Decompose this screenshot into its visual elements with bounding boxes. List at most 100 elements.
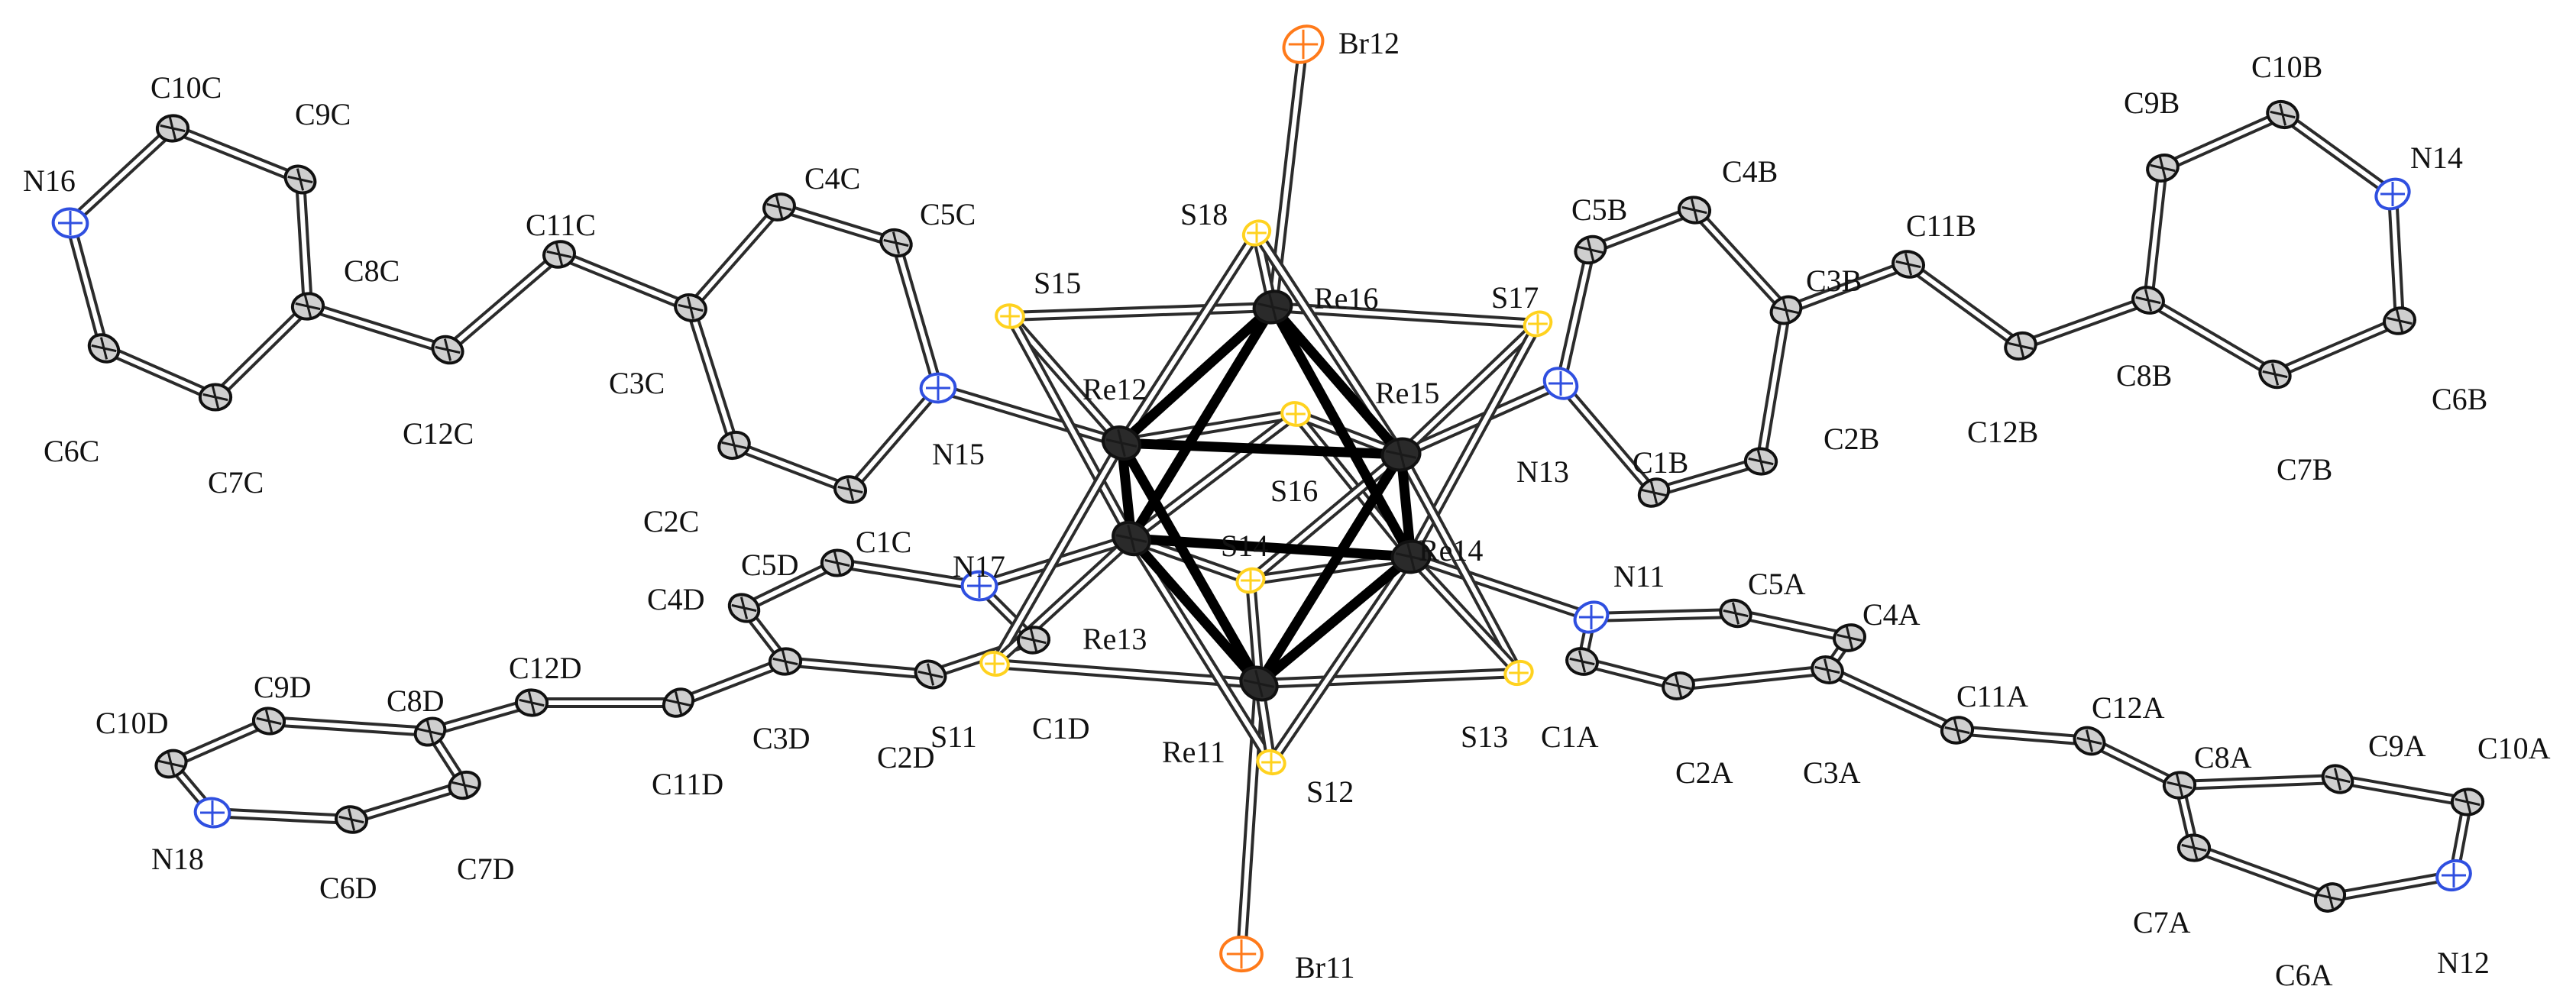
bond-C12C-C8C	[303, 301, 453, 355]
label-S15: S15	[1034, 266, 1081, 300]
bond-C4B-C5B	[1585, 205, 1700, 255]
label-C4D: C4D	[647, 582, 705, 616]
label-S13: S13	[1461, 720, 1508, 754]
atom-C2C	[717, 430, 751, 461]
atom-C11B	[1891, 250, 1926, 279]
label-N12: N12	[2437, 946, 2490, 980]
re-re-bond-Re11-Re13	[1126, 533, 1264, 689]
bond-C3A-C2A	[1673, 665, 1833, 691]
bond-C10C-N16	[65, 123, 178, 228]
atom-C10D	[154, 749, 188, 779]
bond-C6B-C7B	[2270, 315, 2405, 380]
label-C4B: C4B	[1722, 154, 1778, 189]
label-C3B: C3B	[1806, 264, 1862, 298]
label-C12D: C12D	[509, 651, 582, 685]
label-N11: N11	[1613, 559, 1665, 593]
label-C8D: C8D	[387, 684, 445, 718]
label-C12B: C12B	[1967, 415, 2038, 449]
bond-C4C-C5C	[774, 202, 901, 248]
label-C6C: C6C	[44, 434, 99, 468]
bond-C9B-C10B	[2157, 109, 2288, 173]
atom-C11D	[662, 687, 695, 718]
bond-S18-Re12	[1116, 228, 1262, 448]
label-C9C: C9C	[295, 97, 351, 131]
atom-N18	[193, 797, 231, 829]
label-S16: S16	[1270, 474, 1318, 508]
label-C5C: C5C	[920, 197, 976, 231]
bond-C5A-C4A	[1730, 608, 1855, 643]
atom-C6D	[334, 805, 369, 834]
bond-Re14-N11	[1406, 551, 1597, 622]
label-C1D: C1D	[1032, 711, 1090, 745]
label-C11D: C11D	[652, 767, 723, 801]
atom-C10A	[2450, 787, 2485, 817]
atom-S17	[1523, 310, 1553, 338]
atom-C3C	[674, 293, 707, 322]
bond-C9A-C10A	[2332, 774, 2473, 807]
atom-C4A	[1833, 623, 1866, 652]
label-C1B: C1B	[1633, 445, 1688, 480]
label-N17: N17	[953, 549, 1005, 584]
bond-N15-C1C	[845, 383, 943, 495]
label-C10D: C10D	[95, 706, 169, 740]
label-Re11: Re11	[1162, 735, 1225, 769]
bond-S12-Re13	[1126, 533, 1277, 768]
atom-Re11	[1239, 665, 1279, 702]
bond-C9C-C10C	[167, 123, 306, 185]
atom-C10C	[155, 114, 190, 143]
label-N18: N18	[151, 842, 204, 876]
label-C5B: C5B	[1571, 192, 1627, 227]
bond-C4D-C5D	[739, 558, 843, 613]
bond-C3C-C4C	[685, 202, 785, 313]
bond-C8C-C9C	[295, 174, 313, 312]
bond-C3C-C11C	[554, 249, 696, 313]
atom-N16	[51, 207, 89, 239]
atom-N13	[1542, 367, 1579, 400]
atom-C6B	[2383, 306, 2416, 335]
label-C4A: C4A	[1862, 597, 1921, 632]
label-S18: S18	[1180, 197, 1228, 231]
bond-N12-C6A	[2325, 870, 2459, 903]
atom-C5D	[820, 548, 855, 577]
label-C2B: C2B	[1824, 422, 1879, 456]
bond-S13-Re14	[1406, 551, 1524, 678]
label-Re13: Re13	[1083, 622, 1147, 656]
atom-S15	[995, 303, 1025, 329]
label-N16: N16	[23, 163, 76, 198]
atoms-layer	[51, 24, 2485, 973]
atom-C8B	[2131, 286, 2165, 315]
bond-C6D-C7D	[346, 780, 470, 825]
label-N15: N15	[932, 437, 985, 471]
bond-S15-Re16	[1005, 302, 1278, 322]
atom-C7D	[448, 770, 481, 800]
bond-C2D-C3D	[780, 656, 936, 680]
atom-S11	[979, 651, 1010, 677]
atom-C8A	[2162, 771, 2197, 800]
bond-S12-Re14	[1266, 551, 1416, 768]
label-C6D: C6D	[319, 871, 377, 905]
atom-Br12	[1282, 24, 1325, 64]
re-re-bond-Re11-Re15	[1254, 449, 1406, 689]
bond-S16-Re12	[1116, 409, 1301, 448]
atom-Re12	[1101, 425, 1142, 461]
atom-Re16	[1252, 289, 1293, 325]
bond-C8B-C9B	[2143, 163, 2168, 306]
bond-Re12-N15	[933, 383, 1127, 448]
label-Br12: Br12	[1338, 26, 1400, 60]
atom-C12D	[514, 688, 549, 717]
atom-C1A	[1565, 647, 1599, 676]
bond-C6C-C7C	[99, 343, 221, 403]
re-re-bond-Re16-Re14	[1267, 302, 1416, 562]
bond-C3D-C11D	[673, 656, 791, 708]
label-C5D: C5D	[741, 548, 799, 582]
bond-C11A-C12A	[1952, 725, 2095, 746]
atom-S16	[1280, 401, 1311, 427]
bond-C5B-N13	[1555, 244, 1596, 389]
label-C2A: C2A	[1675, 755, 1733, 790]
label-Re12: Re12	[1083, 372, 1147, 406]
bond-C11C-C12C	[442, 249, 565, 355]
label-Re15: Re15	[1375, 376, 1439, 410]
atom-C2A	[1662, 671, 1695, 700]
